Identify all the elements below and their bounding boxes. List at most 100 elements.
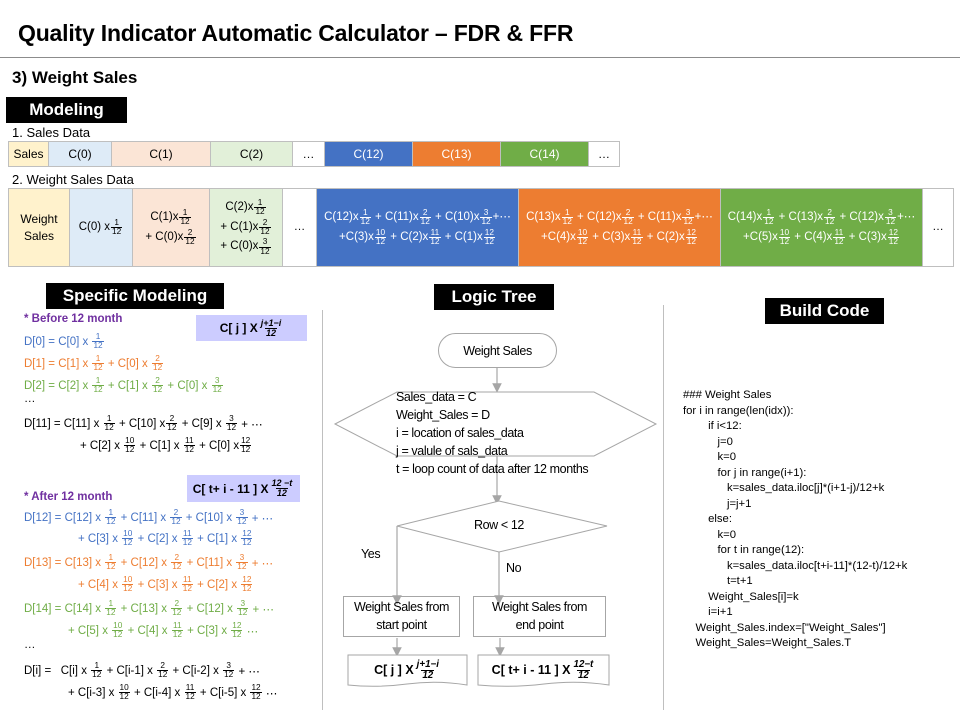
numerator: 10 (119, 683, 129, 692)
numerator: 3 (229, 414, 234, 423)
numerator: 1 (106, 414, 112, 423)
denominator: 12 (179, 217, 191, 227)
numerator: 12−t (573, 658, 594, 670)
denominator: 12 (419, 217, 431, 227)
term: D[13] = C[13] x (24, 556, 102, 569)
term: + C[3] x (78, 532, 118, 545)
prep-line: t = loop count of data after 12 months (396, 462, 589, 476)
term: + ⋯ (251, 557, 274, 570)
numerator: 1 (564, 207, 570, 217)
term: +C(3)x (339, 230, 374, 243)
denominator: 12 (778, 236, 791, 246)
denominator: 12 (171, 608, 183, 618)
term: + C[0] x (167, 379, 208, 392)
denominator: 12 (166, 423, 178, 433)
denominator: 12 (157, 670, 169, 680)
denominator: 12 (884, 217, 897, 227)
term: Weight Sales from (491, 600, 588, 614)
sales-cell-c1: C(1) (112, 142, 211, 166)
sales-cell-ellipsis-end: … (589, 142, 620, 166)
denominator: 12 (170, 517, 182, 527)
term: ⋯ (265, 687, 278, 700)
term: + C[10] x (185, 511, 233, 524)
denominator: 12 (374, 236, 387, 246)
term: C(2)x (225, 201, 254, 214)
numerator: 12 (232, 621, 242, 630)
numerator: 3 (239, 553, 245, 562)
flowchart-connectors (333, 368, 658, 687)
start-terminator: Weight Sales (438, 333, 557, 368)
numerator: 1 (182, 207, 188, 217)
denominator: 12 (824, 217, 836, 227)
term: + C(4)x (794, 230, 833, 243)
prep-line: j = valule of sals_data (396, 444, 508, 458)
numerator: 12 (888, 227, 898, 237)
numerator: 3 (483, 207, 489, 217)
preparation-text: Sales_data = C Weight_Sales = D i = loca… (396, 388, 589, 478)
numerator: 1 (108, 508, 114, 517)
term: +⋯ (897, 210, 916, 223)
denominator: 12 (576, 236, 589, 246)
numerator: 1 (94, 661, 100, 670)
term: + C[i-4] x (133, 686, 181, 699)
numerator: 11 (430, 227, 440, 237)
numerator: 1 (108, 599, 114, 608)
prep-line: i = location of sales_data (396, 426, 524, 440)
term: + C(1)x (220, 220, 259, 233)
before-12-month-label: * Before 12 month (24, 313, 123, 325)
term: + C(12)x (839, 210, 884, 223)
ellipsis-after: … (24, 639, 36, 651)
term: + C[3] x (187, 624, 228, 637)
term: + C[2] x (137, 532, 178, 545)
term: +⋯ (694, 210, 713, 223)
numerator: 2 (174, 553, 180, 562)
denominator: 12 (241, 584, 253, 594)
term: C[ t+ i - 11 ] X (491, 663, 571, 677)
term: D[14] = C[14] x (24, 602, 102, 615)
denominator: 12 (236, 562, 248, 572)
term: ⋯ (246, 625, 259, 638)
weight-header-line1: Weight (20, 212, 58, 227)
term: + ⋯ (241, 418, 263, 431)
denominator: 12 (275, 488, 288, 498)
prep-line: Weight_Sales = D (396, 408, 490, 422)
numerator: 10 (123, 529, 133, 538)
term: + C(11)x (375, 210, 419, 223)
term: C(12)x (324, 210, 359, 223)
numerator: 3 (262, 237, 268, 247)
denominator: 12 (833, 236, 845, 246)
term: +C(5)x (743, 230, 778, 243)
numerator: 2 (169, 414, 175, 423)
numerator: 11 (183, 575, 192, 584)
term: + C[10] x (118, 417, 166, 430)
column-divider-right (663, 305, 664, 710)
numerator: 3 (226, 661, 231, 670)
decision-text: Row < 12 (474, 518, 524, 532)
denominator: 12 (421, 669, 435, 681)
logic-tree-label: Logic Tree (434, 284, 554, 310)
no-output-document (477, 654, 610, 687)
term: + C[11] x (186, 556, 233, 569)
term: D[11] = C[11] x (24, 417, 100, 430)
term: C[ j ] X (219, 321, 258, 335)
denominator: 12 (181, 538, 193, 548)
